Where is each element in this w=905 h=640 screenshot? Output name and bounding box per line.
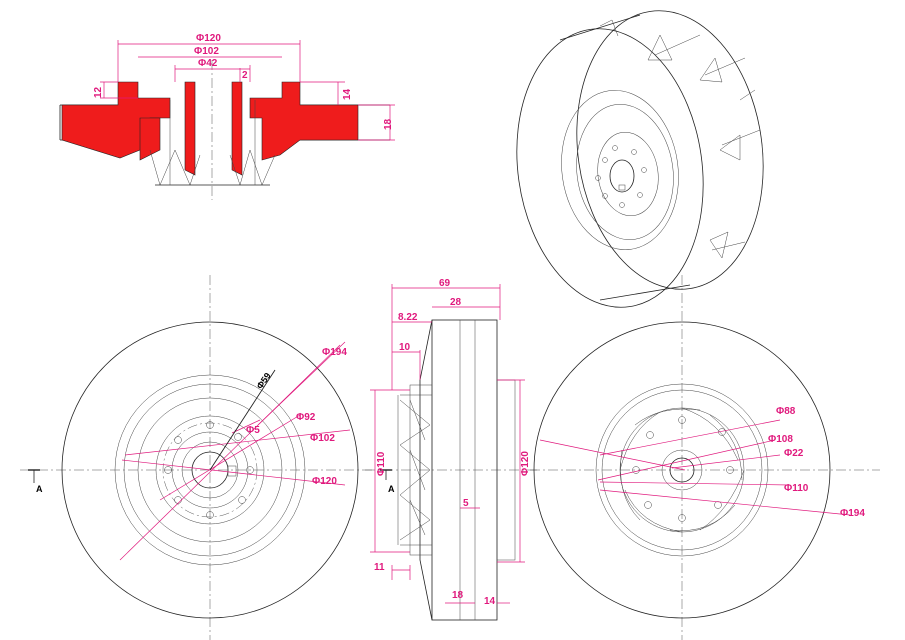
section-hatch-hub-left	[184, 81, 196, 176]
section-hatch-left-inner	[139, 117, 161, 161]
front-view: A Φ194 Φ59 Φ92 Φ5 Φ102 Φ120	[20, 275, 375, 640]
bolt-holes	[164, 421, 254, 519]
dim-side-14: 14	[484, 596, 496, 607]
dim-height-12: 12	[93, 86, 104, 98]
dim-front-d120: Φ120	[312, 476, 337, 487]
dim-height-18: 18	[383, 118, 394, 130]
dim-side-d110: Φ110	[376, 451, 387, 476]
dim-rear-d22: Φ22	[784, 448, 804, 459]
section-hatch-hub-right	[231, 81, 243, 176]
dim-side-18: 18	[452, 590, 464, 601]
dim-front-d102: Φ102	[310, 433, 335, 444]
dim-d102: Φ102	[194, 46, 219, 57]
dim-rear-d110: Φ110	[784, 483, 809, 494]
dim-d42: Φ42	[198, 58, 218, 69]
dim-side-d120: Φ120	[520, 451, 531, 476]
dim-front-d59: Φ59	[255, 371, 273, 391]
section-label-a-left: A	[36, 484, 43, 494]
dim-rear-d88: Φ88	[776, 406, 796, 417]
dim-side-10: 10	[399, 342, 411, 353]
dim-gap-2: 2	[242, 70, 248, 81]
dim-side-8-22: 8.22	[398, 312, 418, 323]
curved-vanes	[619, 407, 745, 533]
dim-side-69: 69	[439, 278, 451, 289]
dim-front-d92: Φ92	[296, 412, 316, 423]
dim-front-d5: Φ5	[246, 425, 260, 436]
dim-height-14: 14	[342, 88, 353, 100]
dim-rear-d194: Φ194	[840, 508, 865, 519]
dim-front-d194: Φ194	[322, 347, 347, 358]
dim-side-28: 28	[450, 297, 462, 308]
section-label-a-side: A	[388, 484, 395, 494]
side-view: A 69 28 8.22 10 Φ110 Φ120 5 11 18 14	[365, 278, 540, 621]
dim-side-5: 5	[463, 498, 469, 509]
section-view: Φ120 Φ102 Φ42 2 12 14 18	[59, 33, 395, 200]
dim-side-11: 11	[374, 562, 385, 573]
isometric-view	[516, 10, 764, 308]
dim-d120: Φ120	[196, 33, 221, 44]
rear-view: Φ88 Φ108 Φ22 Φ110 Φ194	[530, 275, 880, 640]
dim-rear-d108: Φ108	[768, 434, 793, 445]
